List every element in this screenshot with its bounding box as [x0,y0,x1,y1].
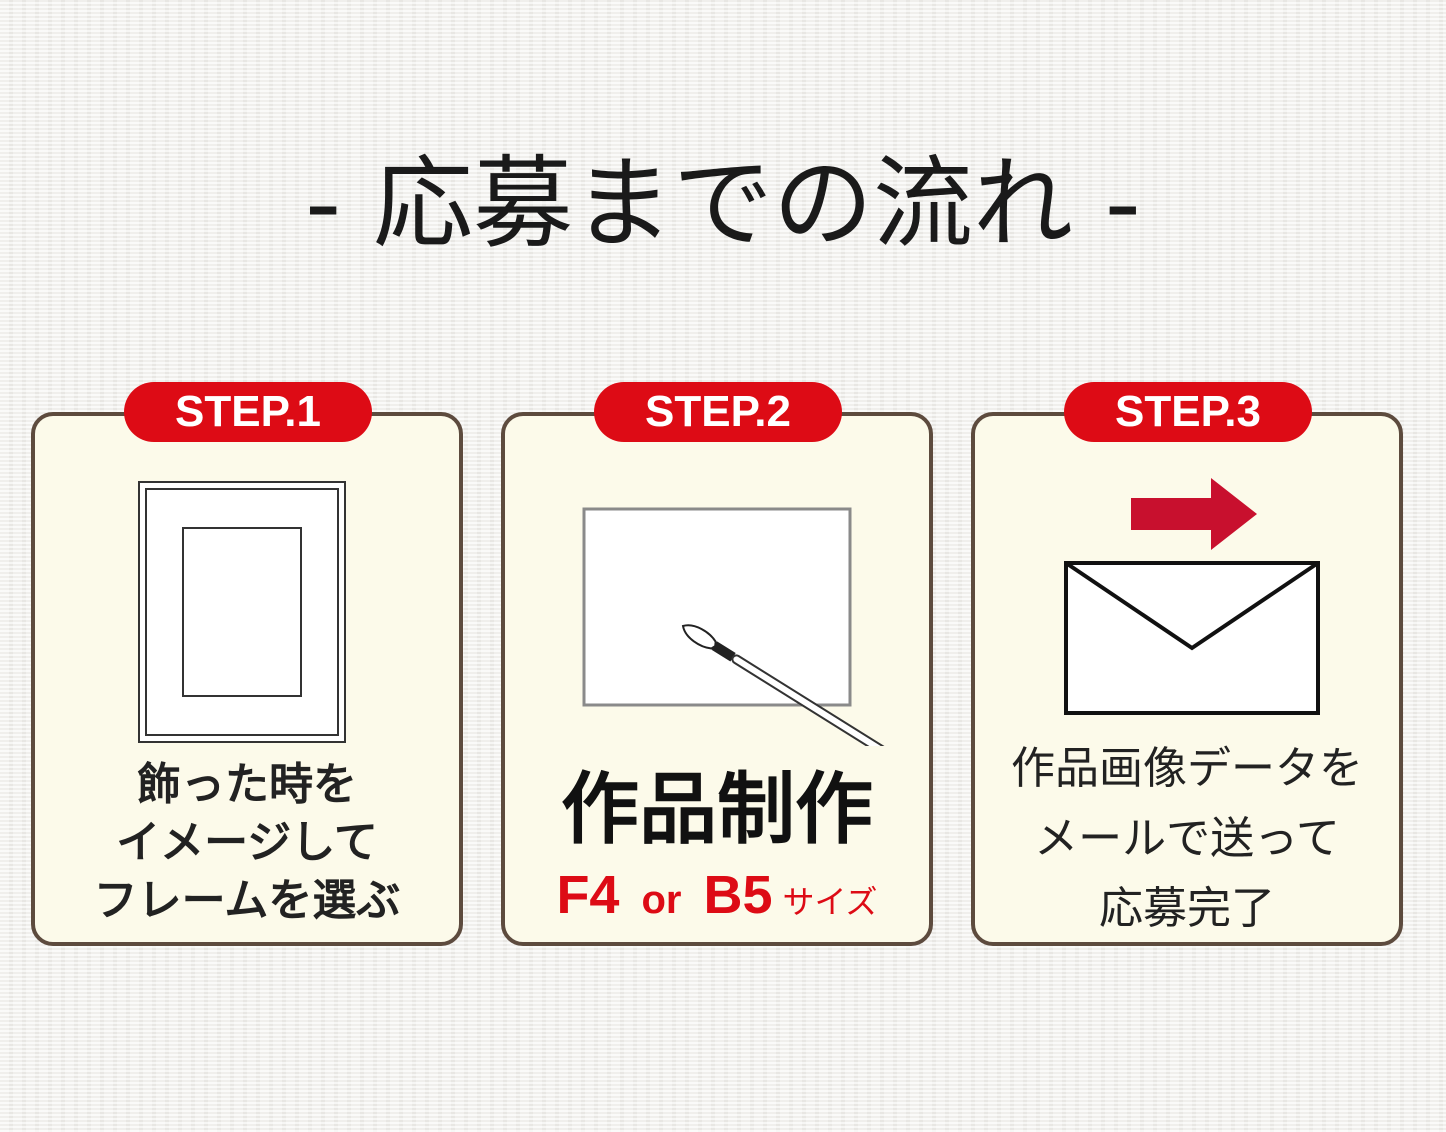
step-1-description: 飾った時を イメージして フレームを選ぶ [35,756,459,930]
size-or: or [641,878,682,922]
step-3-badge: STEP.3 [1064,382,1312,442]
step-1-badge: STEP.1 [124,382,372,442]
size-f4: F4 [556,865,620,925]
step-3-line-1: 作品画像データを [1011,743,1363,794]
size-suffix: サイズ [782,883,878,921]
step-3-line-2: メールで送って [1034,813,1340,864]
size-b5: B5 [703,865,773,925]
step-3-description: 作品画像データを メールで送って 応募完了 [975,734,1399,944]
envelope-icon [1064,561,1320,715]
step-2-title: 作品制作 [560,765,873,855]
picture-frame-icon [138,481,346,743]
step-1-card: 飾った時を イメージして フレームを選ぶ [31,412,463,946]
step-3-line-3: 応募完了 [1099,883,1275,934]
step-1-line-2: イメージして [116,817,378,868]
step-3-card: 作品画像データを メールで送って 応募完了 [971,412,1403,946]
page-title: - 応募までの流れ - [305,145,1141,262]
paper-and-brush-icon [582,507,901,746]
step-2-badge: STEP.2 [594,382,842,442]
step-1-line-1: 飾った時を [137,759,357,810]
arrow-right-icon [1131,478,1257,550]
step-1-line-3: フレームを選ぶ [93,875,401,926]
